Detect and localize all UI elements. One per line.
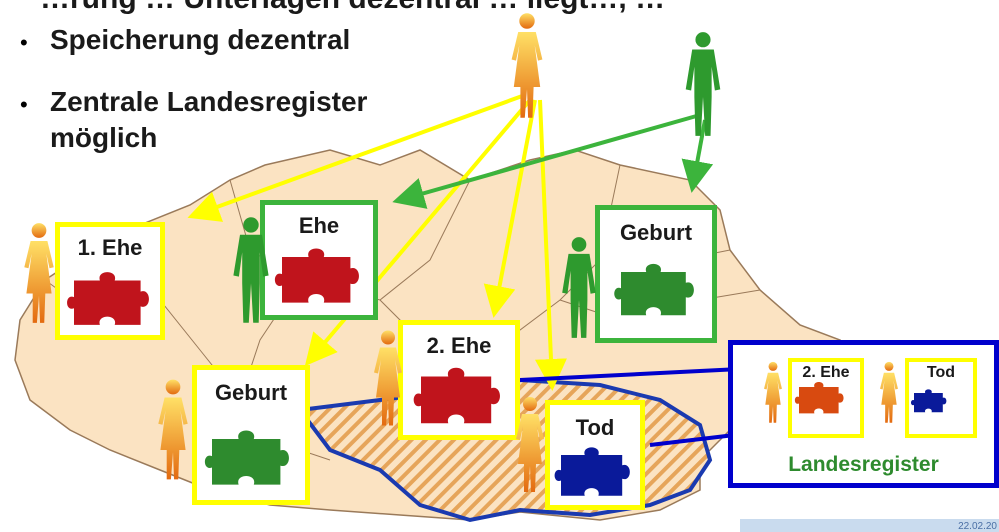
bullet-2-cont: möglich — [50, 122, 158, 153]
bullet-2: Zentrale Landesregister — [50, 86, 368, 117]
landesregister-title: Landesregister — [788, 453, 939, 476]
record-box: 2. Ehe — [398, 320, 520, 440]
record-box: Geburt — [192, 365, 310, 505]
register-entry-label: Tod — [926, 364, 956, 381]
record-label: Geburt — [214, 380, 288, 405]
landesregister-box: 2. Ehe Tod Landesregister — [728, 340, 999, 488]
bullet-dot: • — [20, 92, 28, 117]
record-box: Ehe — [260, 200, 378, 320]
register-entry: Tod — [905, 358, 977, 438]
record-label: Tod — [575, 415, 615, 440]
register-entry: 2. Ehe — [788, 358, 864, 438]
register-entry-label: 2. Ehe — [802, 364, 850, 381]
slide-title-fragment: …rung … Unterlagen dezentral … liegt…, … — [40, 0, 665, 16]
record-box: Tod — [545, 400, 645, 510]
bullet-1: Speicherung dezentral — [50, 24, 351, 55]
record-label: 2. Ehe — [426, 333, 492, 358]
record-box: 1. Ehe — [55, 222, 165, 340]
bullet-dot: • — [20, 30, 28, 55]
record-label: 1. Ehe — [77, 235, 143, 260]
record-box: Geburt — [595, 205, 717, 343]
footer-date: 22.02.20 — [958, 521, 997, 532]
record-label: Ehe — [298, 213, 340, 238]
footer-bar — [740, 519, 999, 532]
record-label: Geburt — [619, 220, 693, 245]
